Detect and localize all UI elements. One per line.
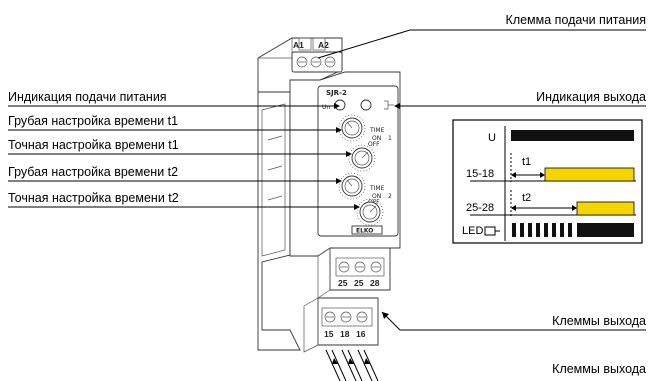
led-pulse [512,223,516,237]
dial-num-1: 1 [388,135,392,142]
terminal-25a: 25 [338,278,348,288]
terminal-16: 16 [356,329,366,339]
brand-name: ELKO [356,228,373,235]
terminal-a2: A2 [318,40,329,50]
brand-plate [351,225,383,235]
label-fine-t2: Точная настройка времени t2 [8,191,179,205]
row-label-25-28: 25-28 [466,202,494,214]
label-power-terminal: Клемма подачи питания [506,13,646,27]
led-pulse [552,223,556,237]
row-label-u: U [488,132,496,144]
terminal-25b: 25 [354,278,364,288]
row-label-led: LED [462,225,483,237]
led-pulse [560,223,564,237]
t2-active-bar [576,201,635,216]
led-pulse [568,223,572,237]
led-pulse [528,223,532,237]
on-label-1: ON [372,135,381,142]
output-wires [325,349,379,381]
relay-contact-icon [384,100,394,110]
off-label-1: OFF [368,141,380,148]
t1-active-bar [544,167,635,182]
terminal-15: 15 [324,329,334,339]
led-pulse-train [512,223,572,237]
dial-fine-t1[interactable] [348,144,376,172]
led-power-label: Un [322,104,330,111]
time-label-1: TIME [369,127,385,134]
leader-output-terminals-1 [381,311,646,331]
led-contact-icon [484,226,500,236]
time-label-2: TIME [369,185,385,192]
terminal-28: 28 [370,278,380,288]
row-label-15-18: 15-18 [466,168,494,180]
device-model: SJR-2 [326,89,347,97]
led-pulse [544,223,548,237]
label-output-terminals-2: Клеммы выхода [552,362,646,376]
label-fine-t1: Точная настройка времени t1 [8,138,179,152]
dial-coarse-t1[interactable] [338,114,366,142]
dial-num-2: 2 [388,193,392,200]
label-output-indication: Индикация выхода [536,90,646,104]
dial-fine-t2[interactable] [356,198,384,226]
u-signal-bar [511,130,634,141]
label-coarse-t1: Грубая настройка времени t1 [8,114,178,128]
leader-power-terminal [317,29,646,59]
label-coarse-t2: Грубая настройка времени t2 [8,165,178,179]
on-label-2: ON [372,193,381,200]
terminal-18: 18 [340,329,350,339]
led-pulse [536,223,540,237]
led-pulse [520,223,524,237]
marker-t2: t2 [522,192,531,204]
timing-chart: U 15-18 25-28 LED t1 t2 [452,119,643,244]
label-power-indication: Индикация подачи питания [8,90,167,104]
terminal-a1: A1 [293,40,304,50]
marker-t1: t1 [522,156,531,168]
led-steady-bar [577,223,634,237]
output-led [360,99,372,111]
dial-coarse-t2[interactable] [338,172,366,200]
relay-device: A1 A2 SJR-2 Un TIME ON OFF 1 [257,37,401,381]
label-output-terminals-1: Клеммы выхода [552,314,646,328]
